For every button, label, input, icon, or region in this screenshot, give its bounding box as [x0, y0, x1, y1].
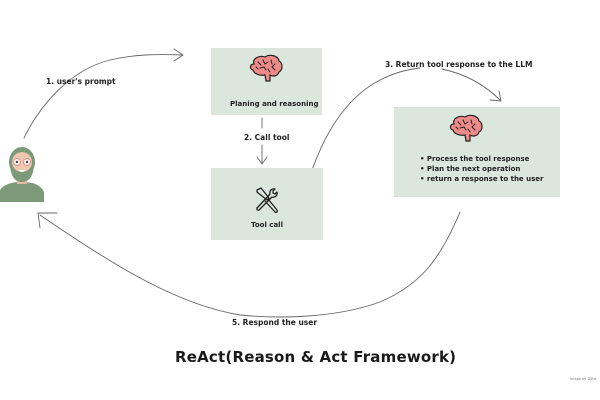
- edge-return-tool-response-2: [441, 68, 501, 101]
- tool-call-node: Tool call: [211, 168, 323, 240]
- person-avatar-icon: [0, 147, 44, 202]
- edge-label-user-prompt: 1. user's prompt: [46, 77, 116, 86]
- brain-icon: [249, 54, 283, 82]
- edge-label-respond-user: 5. Respond the user: [232, 318, 318, 327]
- edge-return-tool-response: [311, 67, 421, 171]
- llm-bullet-item: Process the tool response: [420, 154, 543, 164]
- arrowhead-respond-user: [37, 212, 58, 229]
- planning-node: Planing and reasoning: [211, 48, 322, 115]
- edge-respond-user: [39, 211, 461, 318]
- llm-bullet-list: Process the tool response Plan the next …: [420, 154, 544, 184]
- brain-icon: [449, 114, 483, 142]
- arrowhead-user-prompt: [173, 48, 184, 62]
- edge-label-return-tool-response: 3. Return tool response to the LLM: [385, 60, 533, 69]
- llm-bullet-item: return a response to the user: [420, 174, 544, 184]
- llm-node: Process the tool response Plan the next …: [394, 107, 560, 197]
- diagram-title: ReAct(Reason & Act Framework): [175, 348, 457, 366]
- wrench-screwdriver-icon: [256, 187, 278, 214]
- arrowhead-return-tool-response: [489, 90, 502, 102]
- edge-label-call-tool: 2. Call tool: [244, 133, 290, 142]
- user-node: [0, 140, 46, 202]
- image-credit: Image by DJBrt: [570, 377, 597, 381]
- planning-label: Planing and reasoning: [230, 100, 319, 108]
- arrowhead-call-tool: [256, 156, 268, 165]
- llm-bullet-item: Plan the next operation: [420, 164, 543, 174]
- edge-user-prompt: [23, 54, 183, 139]
- tool-call-label: Tool call: [251, 221, 283, 229]
